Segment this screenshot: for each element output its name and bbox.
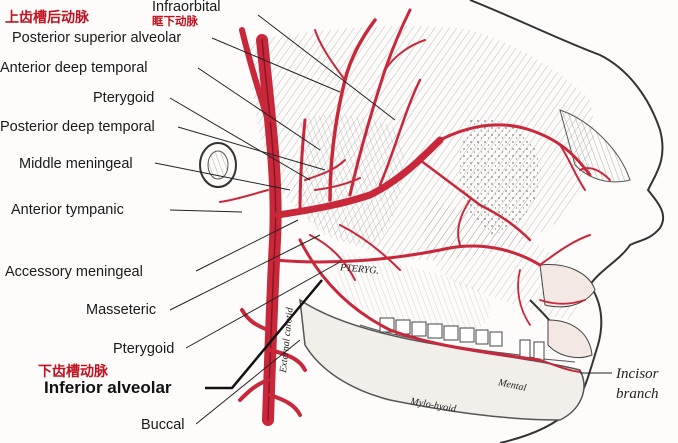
label-upper-alveolar-cn: 上齿槽后动脉 [5,10,89,26]
label-incisor: Incisor [616,366,659,382]
label-masseteric: Masseteric [86,302,157,318]
label-accessory-meningeal: Accessory meningeal [5,264,143,280]
leader-lines [154,14,612,425]
label-incisor-branch: branch [616,386,659,402]
label-inferior-alveolar-cn: 下齿槽动脉 [38,364,108,380]
maxillary-artery [274,136,444,219]
label-pterygoid-bottom: Pterygoid [113,341,175,357]
inferior-alveolar-leader [205,279,323,390]
label-middle-meningeal: Middle meningeal [19,156,133,172]
infraorbital-artery [438,123,592,177]
label-inferior-alveolar: Inferior alveolar [44,378,172,397]
artery-network [219,8,611,426]
label-posterior-deep-temporal: Posterior deep temporal [0,119,155,135]
label-infraorbital: Infraorbital [152,0,221,15]
label-buccal: Buccal [141,417,185,433]
facial-artery [273,244,542,267]
label-anterior-tympanic: Anterior tympanic [11,202,124,218]
inferior-alveolar-artery [298,238,542,362]
label-infraorbital-cn: 眶下动脉 [152,14,198,28]
label-posterior-superior-alveolar: Posterior superior alveolar [12,30,182,46]
label-pterygoid-top: Pterygoid [93,90,155,106]
label-anterior-deep-temporal: Anterior deep temporal [0,60,148,76]
external-carotid-trunk [256,34,282,426]
label-pterygo: PTERYG. [339,262,380,277]
